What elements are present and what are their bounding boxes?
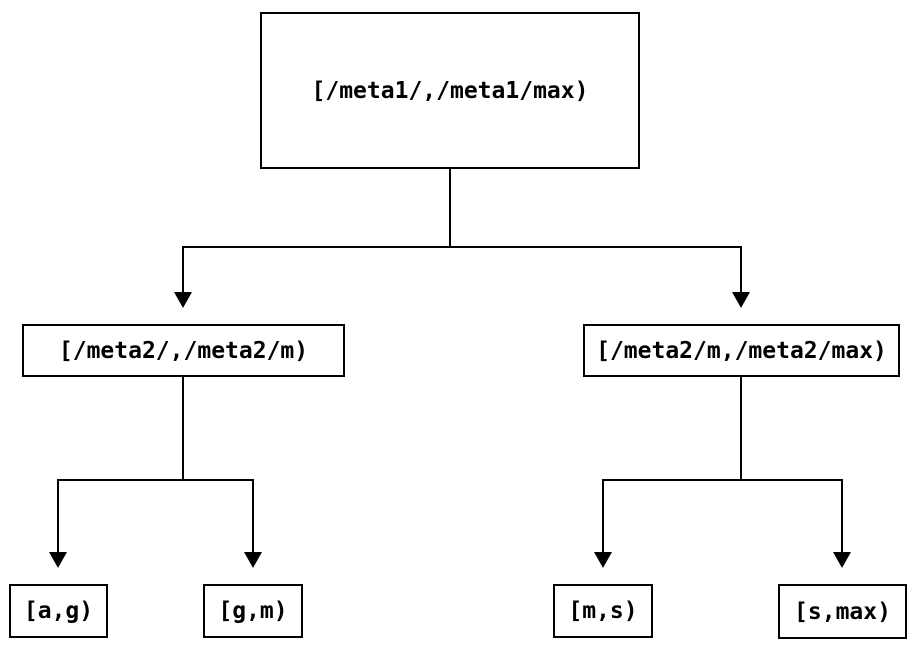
node-leaf-ms-label: [m,s) (568, 598, 638, 624)
node-leaf-ms: [m,s) (553, 584, 653, 638)
arrowhead-down-icon (594, 552, 612, 568)
arrowhead-down-icon (174, 292, 192, 308)
arrowhead-down-icon (833, 552, 851, 568)
edge-root-to-right-mid (449, 169, 742, 292)
edge-right-mid-to-leaf-smax (740, 377, 843, 552)
arrowhead-down-icon (732, 292, 750, 308)
edge-left-mid-to-leaf-gm (182, 377, 254, 552)
node-left-mid-label: [/meta2/,/meta2/m) (58, 337, 309, 364)
edge-right-mid-to-leaf-ms (602, 377, 742, 552)
node-leaf-smax: [s,max) (778, 584, 907, 639)
node-leaf-gm: [g,m) (203, 584, 303, 638)
node-leaf-ag: [a,g) (9, 584, 108, 638)
node-root-label: [/meta1/,/meta1/max) (311, 77, 589, 104)
edge-root-to-left-mid (182, 169, 451, 292)
edge-left-mid-to-leaf-ag (57, 377, 184, 552)
node-leaf-smax-label: [s,max) (794, 598, 891, 625)
node-leaf-gm-label: [g,m) (218, 598, 288, 624)
node-right-mid-label: [/meta2/m,/meta2/max) (596, 337, 887, 364)
arrowhead-down-icon (49, 552, 67, 568)
node-right-mid: [/meta2/m,/meta2/max) (583, 324, 900, 377)
node-left-mid: [/meta2/,/meta2/m) (22, 324, 345, 377)
arrowhead-down-icon (244, 552, 262, 568)
node-leaf-ag-label: [a,g) (23, 598, 94, 624)
node-root: [/meta1/,/meta1/max) (260, 12, 640, 169)
